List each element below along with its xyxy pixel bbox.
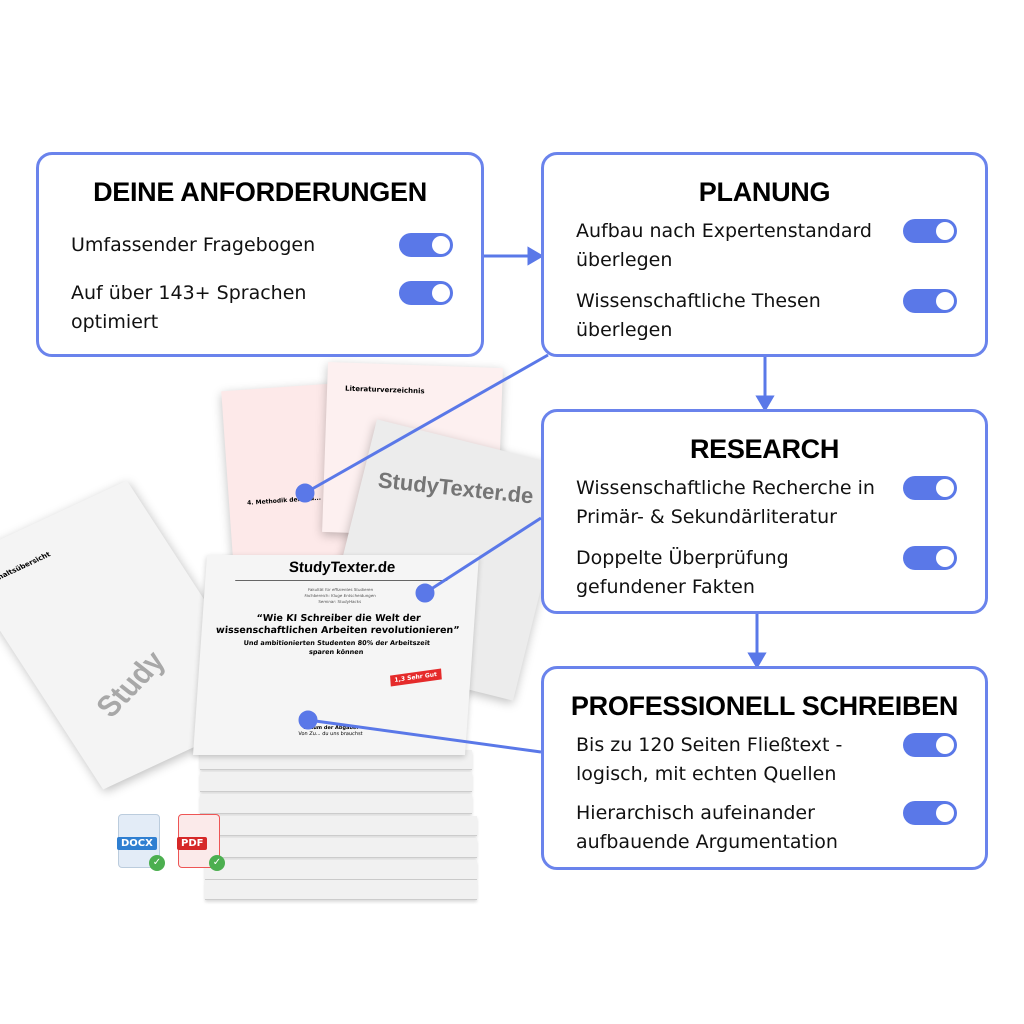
step-title: DEINE ANFORDERUNGEN [93,177,427,207]
toggle-switch[interactable] [903,546,957,570]
stack-sheet [200,772,472,792]
pdf-file-icon: PDF✓ [177,814,225,871]
step-item: Wissenschaftliche Recherche in Primär- &… [576,477,875,528]
arrow-down-icon [755,395,775,412]
step-item: Aufbau nach Expertenstandard überlegen [576,220,872,271]
toggle-switch[interactable] [903,476,957,500]
docx-label: DOCX [117,837,157,850]
step-title: PLANUNG [698,177,831,207]
step-item: Umfassender Fragebogen [71,234,316,256]
stack-sheet [200,794,472,814]
step-item: Auf über 143+ Sprachen optimiert [71,282,307,333]
stack-sheet [205,860,477,880]
check-icon: ✓ [209,855,225,871]
step-writing: PROFESSIONELL SCHREIBEN Bis zu 120 Seite… [541,666,988,870]
stack-sheet [205,816,477,836]
toggle-switch[interactable] [903,733,957,757]
stack-sheet [205,838,477,858]
step-requirements: DEINE ANFORDERUNGEN Umfassender Fragebog… [36,152,484,357]
arrow-right-icon [527,246,544,266]
toggle-switch[interactable] [903,289,957,313]
step-title: PROFESSIONELL SCHREIBEN [570,691,959,721]
toggle-switch[interactable] [399,281,453,305]
step-item: Hierarchisch aufeinander aufbauende Argu… [576,802,838,853]
stack-sheet [200,750,472,770]
docx-file-icon: DOCX ✓ [117,814,165,871]
step-item: Bis zu 120 Seiten Fließtext - logisch, m… [576,734,843,785]
step-item: Wissenschaftliche Thesen überlegen [576,290,821,341]
toggle-switch[interactable] [903,801,957,825]
step-research: RESEARCH Wissenschaftliche Recherche in … [541,409,988,614]
step-item: Doppelte Überprüfung gefundener Fakten [576,547,789,598]
pdf-label: PDF [177,837,208,850]
toggle-switch[interactable] [399,233,453,257]
check-icon: ✓ [149,855,165,871]
step-title: RESEARCH [689,434,840,464]
arrow-down-icon [747,652,767,669]
stack-sheet [205,880,477,900]
step-planning: PLANUNG Aufbau nach Expertenstandard übe… [541,152,988,357]
toggle-switch[interactable] [903,219,957,243]
